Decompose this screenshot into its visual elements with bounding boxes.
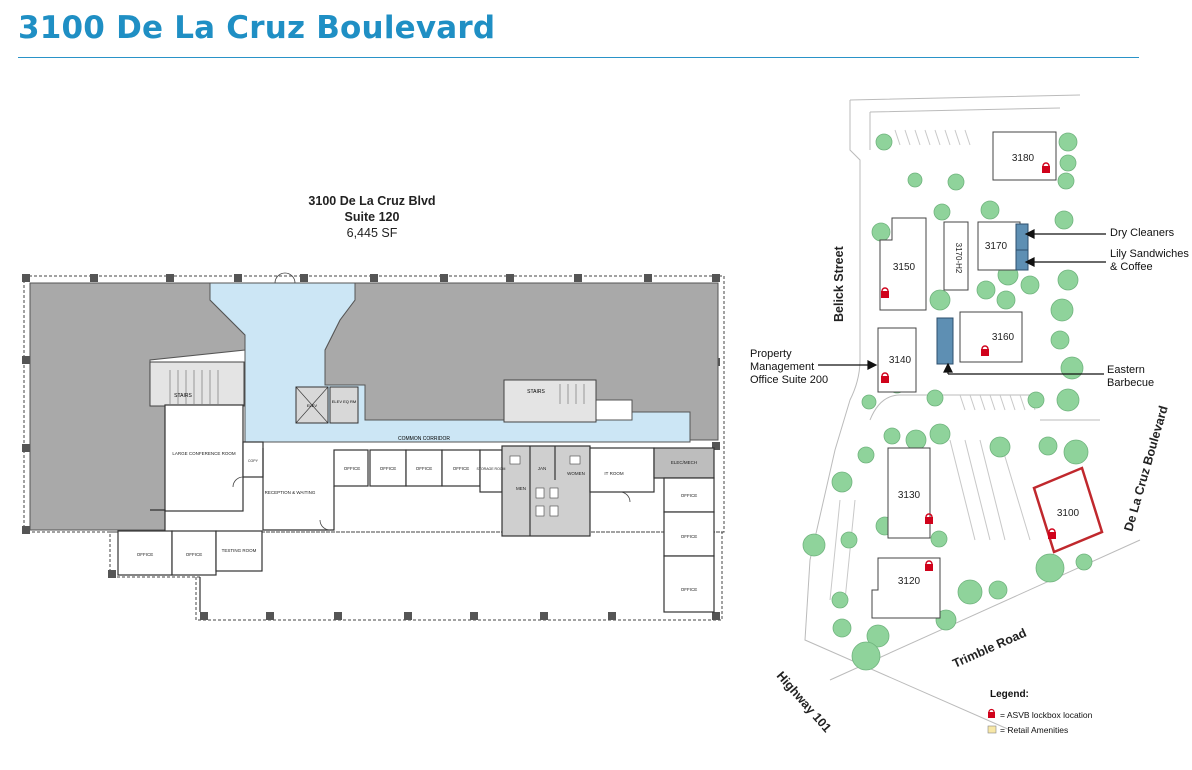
lock-icon <box>1042 162 1050 173</box>
callout-dry-cleaners: Dry Cleaners <box>1110 227 1175 239</box>
suite-number: Suite 120 <box>344 210 400 224</box>
conference-label: LARGE CONFERENCE ROOM <box>172 451 236 456</box>
elec-mech-label: ELEC/MECH <box>671 460 697 465</box>
lock-icon <box>881 372 889 383</box>
building-3170h2-label: 3170-H2 <box>954 243 963 274</box>
callout-arrows <box>818 229 1106 375</box>
legend: Legend: = ASVB lockbox location = Retail… <box>987 689 1093 735</box>
office-label-1: OFFICE <box>344 466 361 471</box>
suite-rooms <box>117 404 715 613</box>
street-delacruz: De La Cruz Boulevard <box>1121 404 1170 533</box>
callout-pm-line3: Office Suite 200 <box>750 374 828 386</box>
elev-equipment-label: ELEV EQ RM <box>332 399 356 404</box>
lockbox-icons <box>881 162 1056 571</box>
suite-heading: 3100 De La Cruz Blvd Suite 120 6,445 SF <box>280 193 464 241</box>
building-3100-highlight <box>1032 466 1104 554</box>
legend-title: Legend: <box>990 689 1029 700</box>
building-3150-label: 3150 <box>893 262 916 273</box>
office-label-2: OFFICE <box>380 466 397 471</box>
corridor-label: COMMON CORRIDOR <box>398 436 450 442</box>
callout-lily-line2: & Coffee <box>1110 261 1153 273</box>
lock-icon <box>981 345 989 356</box>
lock-icon <box>925 513 933 524</box>
callout-lily-line1: Lily Sandwiches <box>1110 248 1189 260</box>
legend-lockbox: = ASVB lockbox location <box>1000 710 1093 720</box>
stairs-east <box>503 379 597 423</box>
lock-icon <box>925 560 933 571</box>
office-east-label-1: OFFICE <box>681 493 698 498</box>
legend-lock-icon <box>988 708 995 718</box>
office-sw-label-1: OFFICE <box>137 552 154 557</box>
reception-label: RECEPTION & WAITING <box>265 490 316 495</box>
testing-label: TESTING ROOM <box>222 548 257 553</box>
building-3120-label: 3120 <box>898 576 921 587</box>
page-title: 3100 De La Cruz Boulevard <box>18 10 496 46</box>
office-east-label-2: OFFICE <box>681 534 698 539</box>
office-sw-label-2: OFFICE <box>186 552 203 557</box>
men-label: MEN <box>516 486 526 491</box>
title-divider <box>18 57 1139 58</box>
parking-stripes <box>829 129 1036 601</box>
road-outlines <box>804 94 1141 731</box>
women-label: WOMEN <box>567 471 585 476</box>
building-3100-label: 3100 <box>1057 508 1080 519</box>
callout-eb-line2: Barbecue <box>1107 377 1154 389</box>
building-3170-label: 3170 <box>985 241 1008 252</box>
legend-retail-swatch <box>987 725 997 734</box>
it-room-label: IT ROOM <box>604 471 623 476</box>
storage-label: STORAGE ROOM <box>477 467 506 471</box>
street-highway101: Highway 101 <box>774 669 834 735</box>
stairs-east-label: STAIRS <box>527 389 545 395</box>
office-east-label-3: OFFICE <box>681 587 698 592</box>
suite-address: 3100 De La Cruz Blvd <box>308 194 436 208</box>
callout-pm-line1: Property <box>750 348 792 360</box>
suite-area: 6,445 SF <box>346 226 398 240</box>
building-3180-label: 3180 <box>1012 153 1035 164</box>
floor-plan: STAIRS STAIRS ELEV ELEV EQ RM COMMON COR… <box>22 272 725 621</box>
building-3160-label: 3160 <box>992 332 1015 343</box>
street-belick: Belick Street <box>832 245 846 322</box>
office-label-4: OFFICE <box>453 466 470 471</box>
trees <box>802 132 1093 671</box>
building-3140-label: 3140 <box>889 355 912 366</box>
callout-eb-line1: Eastern <box>1107 364 1145 376</box>
street-trimble: Trimble Road <box>951 626 1029 671</box>
elevator-label: ELEV <box>307 403 318 408</box>
jan-label: JAN <box>538 466 547 471</box>
entry-doors <box>232 272 631 531</box>
legend-retail: = Retail Amenities <box>1000 725 1068 735</box>
retail-amenities <box>936 223 1029 365</box>
building-3130-label: 3130 <box>898 490 921 501</box>
office-label-3: OFFICE <box>416 466 433 471</box>
lock-icon <box>1048 528 1056 539</box>
callout-pm-line2: Management <box>750 361 814 373</box>
buildings <box>871 131 1057 619</box>
stairs-west <box>149 361 245 407</box>
elev-equipment-room <box>329 386 359 424</box>
copy-label: COPY <box>248 459 259 463</box>
stairs-west-label: STAIRS <box>174 393 192 399</box>
lock-icon <box>881 287 889 298</box>
